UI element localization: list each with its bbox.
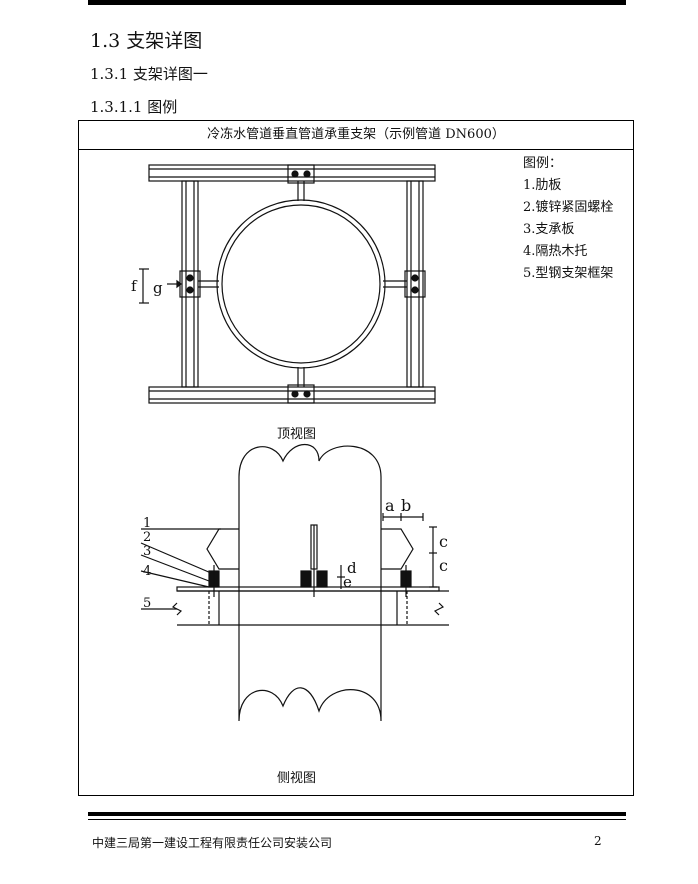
legend-item-3: 3.支承板	[523, 222, 575, 237]
rib-right	[381, 528, 414, 570]
bolt-left	[208, 565, 220, 597]
figure-title: 冷冻水管道垂直管道承重支架（示例管道 DN600）	[79, 121, 633, 150]
bolt-plate-left	[179, 270, 201, 298]
legend-item-1: 1.肋板	[523, 178, 562, 193]
callout-leaders	[140, 528, 221, 610]
dim-label-b: b	[401, 496, 411, 515]
side-view: 1 2 3 4 5 a b c c	[140, 444, 449, 722]
support-drawing: f g	[131, 164, 449, 722]
callout-5: 5	[143, 596, 151, 611]
section-heading-1-3-1-1: 1.3.1.1 图例	[90, 98, 178, 116]
right-post	[406, 180, 424, 388]
header-rule	[88, 0, 626, 5]
left-post	[181, 180, 199, 388]
bolt-plate-right	[404, 270, 426, 298]
footer-company: 中建三局第一建设工程有限责任公司安装公司	[92, 836, 333, 850]
frame-beam	[171, 590, 449, 626]
bolt-right	[400, 565, 412, 597]
dim-label-c-lower: c	[439, 556, 448, 575]
bolt-plate-top	[287, 164, 315, 184]
pipe-insulation-circle	[221, 204, 381, 364]
dim-label-f: f	[131, 277, 138, 295]
pipe-top-circle	[216, 199, 386, 369]
dim-label-g: g	[153, 279, 163, 297]
legend-item-4: 4.隔热木托	[523, 244, 588, 259]
callout-2: 2	[143, 530, 151, 545]
dimension-f-g	[139, 268, 182, 304]
figure-frame: 冷冻水管道垂直管道承重支架（示例管道 DN600） 图例： 1.肋板 2.镀锌紧…	[78, 120, 634, 796]
dim-label-c-upper: c	[439, 532, 448, 551]
legend-title: 图例：	[523, 156, 563, 171]
section-heading-1-3-1: 1.3.1 支架详图一	[90, 65, 208, 83]
dim-label-d: d	[347, 559, 357, 577]
dimension-d-e	[337, 565, 345, 589]
side-view-caption: 侧视图	[277, 771, 317, 786]
bolt-center	[300, 524, 328, 597]
top-view-caption: 顶视图	[277, 427, 317, 442]
rib-left	[206, 528, 239, 570]
top-view: f g	[131, 164, 436, 404]
callout-3: 3	[143, 544, 151, 559]
dimension-c	[429, 526, 437, 588]
footer-rule-thick	[88, 812, 626, 816]
dimension-a-b	[382, 513, 424, 521]
bolt-plate-bottom	[287, 384, 315, 404]
dim-label-a: a	[385, 496, 395, 515]
dim-label-e: e	[343, 573, 352, 591]
legend: 图例： 1.肋板 2.镀锌紧固螺栓 3.支承板 4.隔热木托 5.型钢支架框架	[523, 153, 613, 285]
callout-1: 1	[143, 516, 151, 531]
pipe-side-body	[238, 444, 382, 722]
footer-rule-thin	[88, 819, 626, 820]
legend-item-2: 2.镀锌紧固螺栓	[523, 200, 614, 215]
legend-item-5: 5.型钢支架框架	[523, 266, 614, 281]
footer-page-number: 2	[594, 834, 602, 848]
callout-4: 4	[143, 564, 151, 579]
section-heading-1-3: 1.3 支架详图	[90, 30, 203, 52]
